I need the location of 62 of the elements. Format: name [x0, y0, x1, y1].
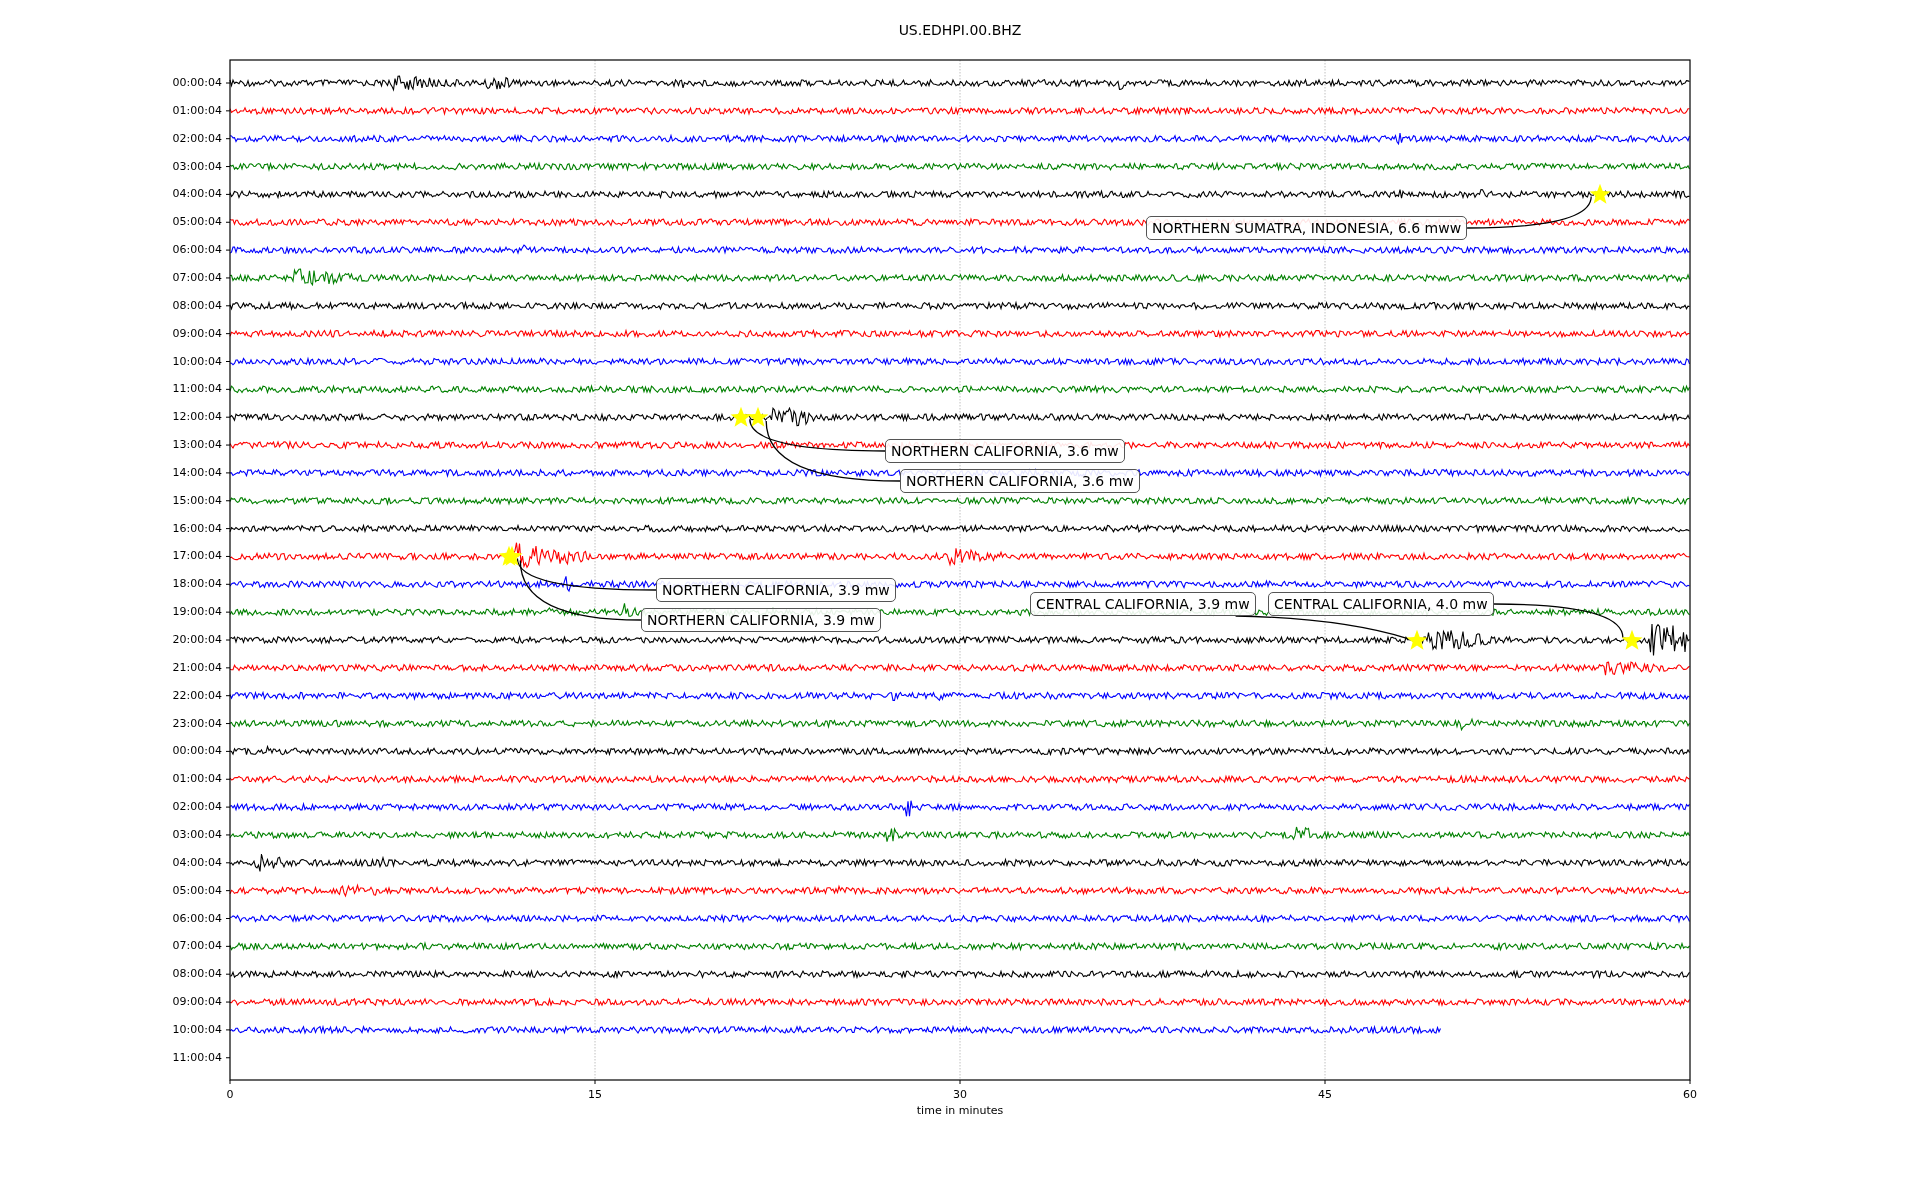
- time-tick-label: 02:00:04: [171, 800, 222, 814]
- leader-line: [1492, 603, 1624, 639]
- leader-line: [1466, 195, 1592, 229]
- time-tick-label: 13:00:04: [171, 438, 222, 452]
- time-tick-label: 10:00:04: [171, 1022, 222, 1036]
- time-tick-label: 01:00:04: [171, 772, 222, 786]
- time-tick-label: 08:00:04: [171, 298, 222, 312]
- axis-title: time in minutes: [915, 1104, 1005, 1117]
- time-tick-label: 18:00:04: [171, 577, 222, 591]
- time-tick-label: 06:00:04: [171, 243, 222, 257]
- time-tick-label: 08:00:04: [171, 967, 222, 981]
- time-tick-label: 10:00:04: [171, 354, 222, 368]
- axis-tick-label: 60: [1682, 1088, 1698, 1101]
- leader-line: [1234, 615, 1410, 640]
- event-annotation: NORTHERN CALIFORNIA, 3.6 mw: [885, 439, 1125, 463]
- time-tick-label: 15:00:04: [171, 493, 222, 507]
- leader-line: [765, 420, 901, 482]
- time-tick-label: 00:00:04: [171, 76, 222, 89]
- time-tick-label: 22:00:04: [171, 688, 222, 702]
- time-tick-label: 20:00:04: [171, 633, 222, 646]
- time-tick-label: 04:00:04: [171, 187, 222, 201]
- time-tick-label: 21:00:04: [171, 660, 222, 674]
- time-tick-label: 09:00:04: [171, 326, 222, 340]
- event-annotation: CENTRAL CALIFORNIA, 3.9 mw: [1030, 592, 1256, 616]
- axis-tick-label: 30: [952, 1088, 968, 1101]
- time-tick-label: 14:00:04: [171, 465, 222, 479]
- time-tick-label: 00:00:04: [171, 744, 222, 758]
- axis-tick-label: 45: [1317, 1088, 1333, 1101]
- time-tick-label: 03:00:04: [171, 159, 222, 173]
- star-marker: [747, 406, 770, 429]
- star-marker: [1620, 629, 1643, 651]
- time-tick-label: 23:00:04: [171, 716, 222, 730]
- star-marker: [1406, 629, 1429, 651]
- event-annotation: CENTRAL CALIFORNIA, 4.0 mw: [1268, 592, 1494, 616]
- axis-tick-label: 0: [225, 1088, 235, 1101]
- time-tick-label: 07:00:04: [171, 270, 222, 284]
- event-annotation: NORTHERN CALIFORNIA, 3.9 mw: [656, 578, 896, 602]
- time-tick-label: 04:00:04: [171, 855, 222, 869]
- time-tick-label: 06:00:04: [171, 911, 222, 925]
- chart-title: US.EDHPI.00.BHZ: [897, 22, 1023, 38]
- time-tick-label: 11:00:04: [171, 382, 222, 396]
- time-tick-label: 19:00:04: [171, 605, 222, 619]
- time-tick-label: 05:00:04: [171, 215, 222, 229]
- leader-line: [516, 557, 657, 591]
- leader-line: [749, 418, 886, 452]
- star-marker: [730, 406, 752, 429]
- time-tick-label: 01:00:04: [171, 103, 222, 117]
- event-annotation: NORTHERN CALIFORNIA, 3.6 mw: [900, 469, 1140, 493]
- event-annotation: NORTHERN SUMATRA, INDONESIA, 6.6 mww: [1146, 216, 1468, 240]
- time-tick-label: 16:00:04: [171, 521, 222, 535]
- axis-tick-label: 15: [587, 1088, 603, 1101]
- time-tick-label: 02:00:04: [171, 131, 222, 145]
- leader-line: [519, 559, 642, 621]
- star-marker: [1588, 183, 1611, 206]
- time-tick-label: 17:00:04: [171, 549, 222, 563]
- time-tick-label: 09:00:04: [171, 995, 222, 1009]
- time-tick-label: 07:00:04: [171, 939, 222, 953]
- time-tick-label: 11:00:04: [171, 1050, 222, 1064]
- time-tick-label: 12:00:04: [171, 410, 222, 424]
- time-tick-label: 03:00:04: [171, 827, 222, 841]
- time-tick-label: 05:00:04: [171, 883, 222, 897]
- event-annotation: NORTHERN CALIFORNIA, 3.9 mw: [641, 608, 881, 632]
